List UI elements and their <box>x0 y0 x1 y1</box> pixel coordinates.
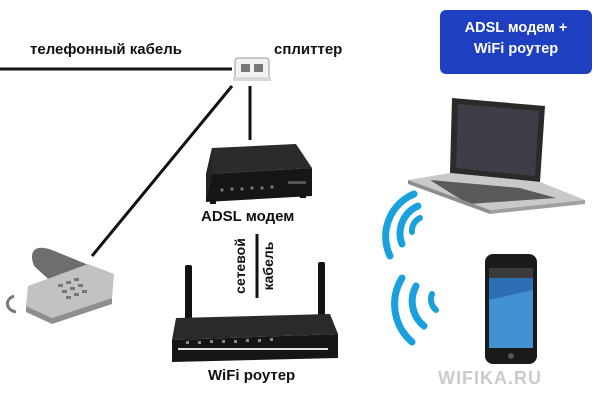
wifi-signal-icon <box>391 274 439 346</box>
splitter-label: сплиттер <box>274 41 343 58</box>
network-cable-label-line-2: кабель <box>260 241 276 291</box>
laptop-icon <box>408 98 585 214</box>
watermark: WIFIKA.RU <box>438 368 542 388</box>
adsl-modem-label: ADSL модем <box>201 208 295 225</box>
splitter-icon <box>233 57 271 81</box>
title-line-1: ADSL модем + <box>464 20 568 36</box>
splitter-to-phone-line <box>90 85 234 257</box>
adsl-modem-icon <box>206 144 312 204</box>
phone-cable-label: телефонный кабель <box>30 41 182 58</box>
connection-lines <box>0 67 259 298</box>
telephone-icon <box>6 247 114 324</box>
title-box: ADSL модем + WiFi роутер <box>440 10 592 74</box>
wifi-router-icon <box>172 262 338 362</box>
wifi-signal-icon <box>382 190 423 260</box>
smartphone-icon <box>485 254 537 364</box>
wifi-router-label: WiFi роутер <box>208 367 296 384</box>
network-cable-label-line-1: сетевой <box>232 238 248 294</box>
title-line-2: WiFi роутер <box>473 41 559 57</box>
